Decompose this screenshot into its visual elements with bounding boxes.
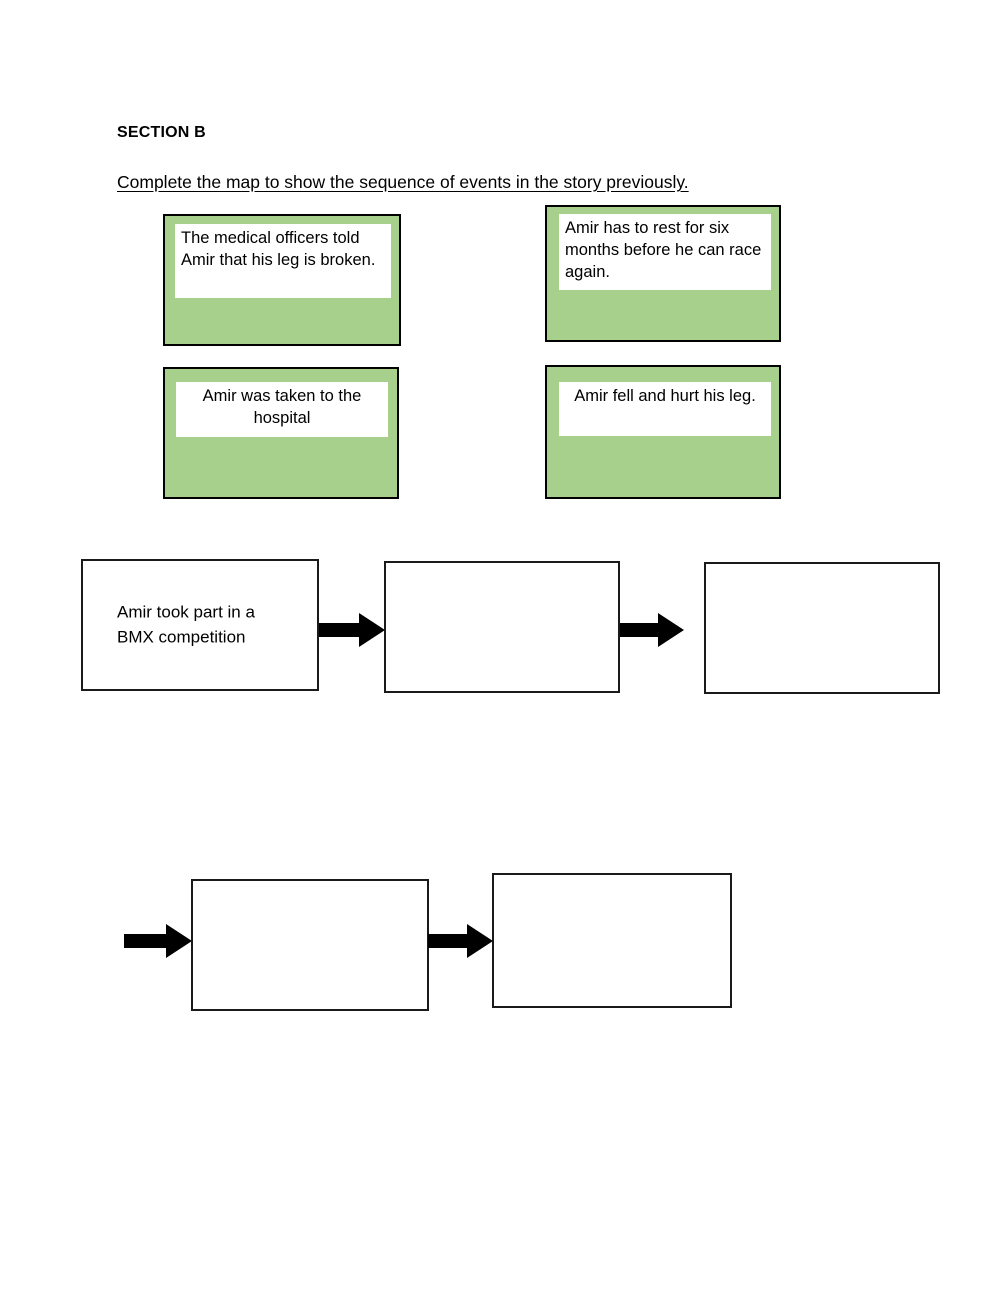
- option-card[interactable]: Amir has to rest for six months before h…: [545, 205, 781, 342]
- sequence-box[interactable]: [492, 873, 732, 1008]
- arrow-right-icon: [124, 924, 192, 958]
- option-card-label: Amir fell and hurt his leg.: [559, 382, 771, 436]
- option-card[interactable]: The medical officers told Amir that his …: [163, 214, 401, 346]
- option-card-label: Amir has to rest for six months before h…: [559, 214, 771, 290]
- instruction-text: Complete the map to show the sequence of…: [117, 172, 689, 192]
- option-card[interactable]: Amir fell and hurt his leg.: [545, 365, 781, 499]
- page-title: SECTION B: [117, 124, 206, 141]
- option-card-label: The medical officers told Amir that his …: [175, 224, 391, 298]
- sequence-box-text: Amir took part in a BMX competition: [83, 600, 317, 649]
- sequence-box[interactable]: Amir took part in a BMX competition: [81, 559, 319, 691]
- sequence-box[interactable]: [384, 561, 620, 693]
- sequence-box-label: Amir took part in a BMX competition: [117, 602, 255, 646]
- arrow-right-icon: [319, 613, 385, 647]
- sequence-box-text: [706, 616, 938, 641]
- sequence-box-text: [386, 615, 618, 640]
- sequence-box[interactable]: [704, 562, 940, 694]
- option-card[interactable]: Amir was taken to the hospital: [163, 367, 399, 499]
- sequence-box-text: [494, 928, 730, 953]
- option-card-label: Amir was taken to the hospital: [176, 382, 388, 437]
- arrow-right-icon: [620, 613, 684, 647]
- sequence-box[interactable]: [191, 879, 429, 1011]
- sequence-box-text: [193, 933, 427, 958]
- arrow-right-icon: [428, 924, 493, 958]
